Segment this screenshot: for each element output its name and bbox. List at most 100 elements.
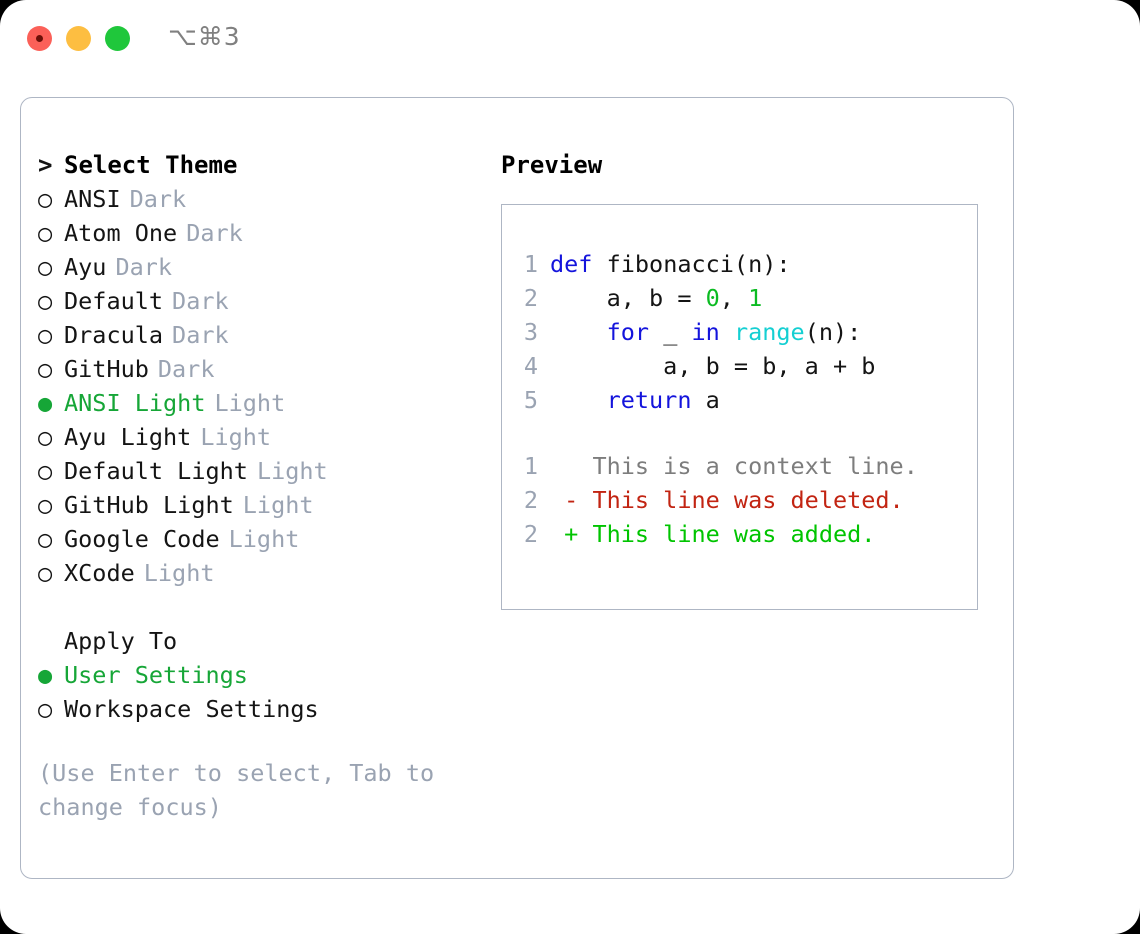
radio-unselected-icon[interactable]: ○ [38,491,53,519]
code-token: for [606,318,650,346]
radio-unselected-icon[interactable]: ○ [38,423,53,451]
line-number: 3 [523,318,538,346]
section-spacer [38,590,488,624]
code-token: a [691,386,720,414]
radio-unselected-icon[interactable]: ○ [38,525,53,553]
radio-selected-icon[interactable]: ● [38,389,53,417]
code-token: return [606,386,692,414]
code-token [550,318,607,346]
diff-line: 2 + This line was added. [514,517,971,551]
code-token: , [719,284,749,312]
theme-name-label: Ayu [64,253,107,281]
radio-selected-icon[interactable]: ● [38,661,53,689]
theme-name-label: Default [64,287,164,315]
keyboard-shortcut-label: ⌥⌘3 [168,22,241,51]
code-token: This is a context line. [550,452,918,480]
line-number: 2 [523,520,538,548]
code-token: + This line was added. [550,520,876,548]
line-number: 1 [523,452,538,480]
theme-name-label: GitHub Light [64,491,234,519]
theme-name-label: Google Code [64,525,220,553]
apply-to-list[interactable]: ● User Settings ○ Workspace Settings [38,658,488,726]
code-token [550,386,607,414]
code-token: (n): [804,318,862,346]
theme-variant-label: Light [214,389,286,417]
theme-variant-label: Light [242,491,314,519]
theme-list-item[interactable]: ○ GitHub Light Light [38,488,488,522]
code-token: _ [649,318,692,346]
code-token [720,318,734,346]
theme-name-label: Default Light [64,457,248,485]
code-line: 5 return a [514,383,971,417]
radio-unselected-icon[interactable]: ○ [38,457,53,485]
preview-heading: Preview [501,151,603,179]
apply-to-label: User Settings [64,661,248,689]
theme-list-item[interactable]: ○ Default Dark [38,284,488,318]
theme-name-label: ANSI Light [64,389,206,417]
code-line: 3 for _ in range(n): [514,315,971,349]
theme-variant-label: Light [228,525,300,553]
apply-to-heading-label: Apply To [64,627,178,655]
radio-unselected-icon[interactable]: ○ [38,321,53,349]
apply-to-item[interactable]: ○ Workspace Settings [38,692,488,726]
radio-unselected-icon[interactable]: ○ [38,219,53,247]
code-token: 1 [748,284,763,312]
apply-to-heading: Apply To [38,624,488,658]
code-token: def [550,250,593,278]
close-window-button[interactable] [27,26,52,51]
line-number: 2 [523,486,538,514]
theme-variant-label: Light [200,423,272,451]
theme-name-label: Dracula [64,321,164,349]
theme-name-label: XCode [64,559,135,587]
radio-unselected-icon[interactable]: ○ [38,287,53,315]
title-bar: ⌥⌘3 [0,0,1140,76]
radio-unselected-icon[interactable]: ○ [38,185,53,213]
radio-unselected-icon[interactable]: ○ [38,253,53,281]
radio-unselected-icon[interactable]: ○ [38,355,53,383]
radio-unselected-icon[interactable]: ○ [38,559,53,587]
theme-variant-label: Dark [115,253,173,281]
theme-list-item[interactable]: ○ Ayu Light Light [38,420,488,454]
code-line: 4 a, b = b, a + b [514,349,971,383]
theme-variant-label: Dark [157,355,215,383]
code-token: in [691,318,720,346]
code-line: 2 a, b = 0, 1 [514,281,971,315]
keyboard-hint-text: (Use Enter to select, Tab to change focu… [38,759,435,821]
select-theme-heading: >Select Theme [38,148,488,182]
theme-name-label: Atom One [64,219,178,247]
maximize-window-button[interactable] [105,26,130,51]
theme-variant-label: Dark [129,185,187,213]
radio-unselected-icon[interactable]: ○ [38,695,53,723]
theme-variant-label: Light [256,457,328,485]
apply-to-label: Workspace Settings [64,695,319,723]
code-token: range [733,318,805,346]
theme-name-label: ANSI [64,185,121,213]
theme-list-item[interactable]: ○ ANSI Dark [38,182,488,216]
code-diff-separator [514,417,971,449]
theme-name-label: Ayu Light [64,423,192,451]
theme-list-item[interactable]: ○ Google Code Light [38,522,488,556]
theme-list-item[interactable]: ○ Ayu Dark [38,250,488,284]
apply-to-item[interactable]: ● User Settings [38,658,488,692]
code-token: a, b = [550,284,706,312]
theme-list-item[interactable]: ○ Default Light Light [38,454,488,488]
code-token: a, b = b, a + b [550,352,876,380]
code-token: - This line was deleted. [550,486,904,514]
code-token: fibonacci(n): [592,250,791,278]
theme-variant-label: Dark [172,287,229,315]
theme-list-item[interactable]: ● ANSI Light Light [38,386,488,420]
minimize-window-button[interactable] [66,26,91,51]
prompt-caret-icon: > [38,151,53,179]
diff-line: 1 This is a context line. [514,449,971,483]
